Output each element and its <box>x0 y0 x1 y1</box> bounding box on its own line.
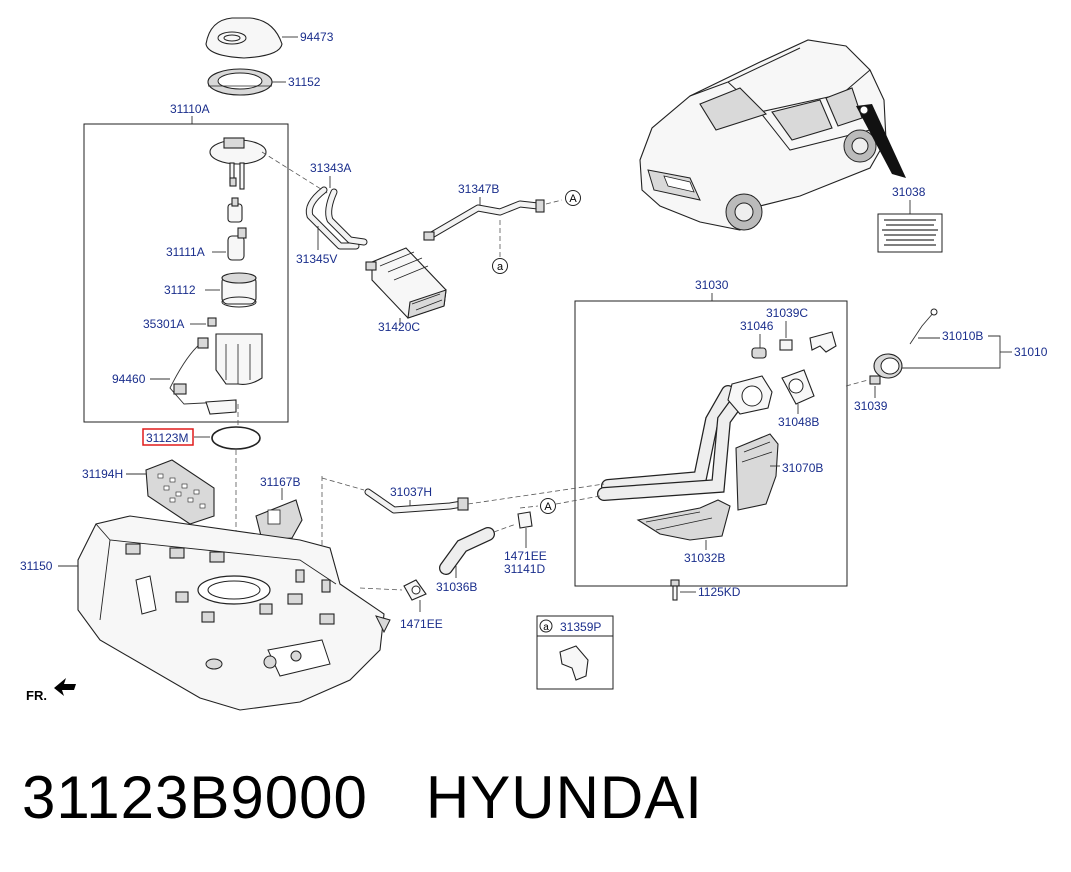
callout-31010B: 31010B <box>942 329 983 343</box>
caption-part-number: 31123B9000 <box>22 764 368 831</box>
callout-31048B: 31048B <box>778 415 819 429</box>
filler-neck-pipe <box>597 375 773 501</box>
front-indicator: FR. <box>26 688 47 703</box>
filler-seal <box>751 347 767 359</box>
callout-31194H: 31194H <box>82 467 123 481</box>
fuel-tank <box>77 515 391 711</box>
callout-31070B: 31070B <box>782 461 823 475</box>
fuel-pump-gasket <box>211 426 261 450</box>
callout-31010: 31010 <box>1014 345 1048 359</box>
callout-31347B: 31347B <box>458 182 499 196</box>
callout-94460: 94460 <box>112 372 146 386</box>
filler-hose <box>439 527 495 575</box>
detail-box-31359P <box>536 615 614 690</box>
callout-31345V: 31345V <box>296 252 337 266</box>
callout-31038: 31038 <box>892 185 926 199</box>
caption-brand: HYUNDAI <box>425 764 703 831</box>
callout-31046: 31046 <box>740 319 774 333</box>
callout-31037H: 31037H <box>390 485 432 499</box>
ref-marker-a-upper <box>492 258 508 274</box>
highlight-box-31123M <box>142 428 194 446</box>
filler-housing <box>781 369 815 405</box>
hose-clamp-upper <box>517 511 533 529</box>
callout-1471EE-a: 1471EE <box>504 549 547 563</box>
charcoal-canister <box>365 247 447 319</box>
ref-marker-a-box <box>539 619 553 633</box>
callout-31039: 31039 <box>854 399 888 413</box>
fuel-warning-label <box>877 213 943 253</box>
lock-ring <box>207 68 273 96</box>
callout-31123M[interactable]: 31123M <box>146 431 188 445</box>
pump-clip <box>207 317 217 327</box>
callout-31359P: 31359P <box>560 620 601 634</box>
pump-filter <box>227 197 243 223</box>
hose-clip-31359P <box>559 645 589 681</box>
tank-protector-pad <box>145 459 215 525</box>
bolt-1125KD <box>670 579 680 601</box>
ref-marker-a-box-text: a <box>543 622 549 633</box>
ref-marker-A-lower-text: A <box>544 501 552 513</box>
filler-bracket <box>809 331 837 353</box>
callout-31343A: 31343A <box>310 161 351 175</box>
filler-guard-upper <box>735 433 779 511</box>
front-arrow-icon <box>54 678 76 696</box>
filler-neck-box <box>574 300 848 587</box>
hatchback-car-illustration <box>639 39 906 231</box>
pressure-regulator <box>227 227 247 261</box>
ref-marker-a-upper-text: a <box>497 261 504 273</box>
part-caption: 31123B9000 HYUNDAI <box>22 758 703 838</box>
callout-31167B: 31167B <box>260 475 300 489</box>
ref-marker-A-lower <box>540 498 556 514</box>
callout-31110A: 31110A <box>170 102 210 116</box>
fuel-pump <box>221 272 257 308</box>
cap-screw <box>869 375 881 385</box>
hose-clamp-lower <box>403 579 427 601</box>
callout-31420C: 31420C <box>378 320 420 334</box>
callout-31032B: 31032B <box>684 551 725 565</box>
fuel-sender-reservoir <box>169 333 263 415</box>
callout-94473: 94473 <box>300 30 334 44</box>
callout-1125KD: 1125KD <box>698 585 741 599</box>
callout-31030: 31030 <box>695 278 729 292</box>
pump-flange <box>209 137 267 190</box>
pump-module-box <box>83 123 289 423</box>
ref-marker-A-upper <box>565 190 581 206</box>
callout-1471EE-b: 1471EE <box>400 617 443 631</box>
callout-31152: 31152 <box>288 75 321 89</box>
callout-31111A: 31111A <box>166 245 205 259</box>
callout-31039C: 31039C <box>766 306 808 320</box>
callout-31112: 31112 <box>164 283 196 297</box>
filler-guard-lower <box>636 499 731 541</box>
ref-marker-A-upper-text: A <box>569 193 577 205</box>
filler-clip <box>779 339 793 351</box>
callout-31036B: 31036B <box>436 580 477 594</box>
tank-bracket <box>255 499 303 541</box>
fuel-filler-cap <box>873 353 903 379</box>
callout-35301A: 35301A <box>143 317 184 331</box>
callout-31150: 31150 <box>20 559 53 573</box>
pump-cover-plate <box>205 17 283 59</box>
callout-31141D: 31141D <box>504 562 545 576</box>
